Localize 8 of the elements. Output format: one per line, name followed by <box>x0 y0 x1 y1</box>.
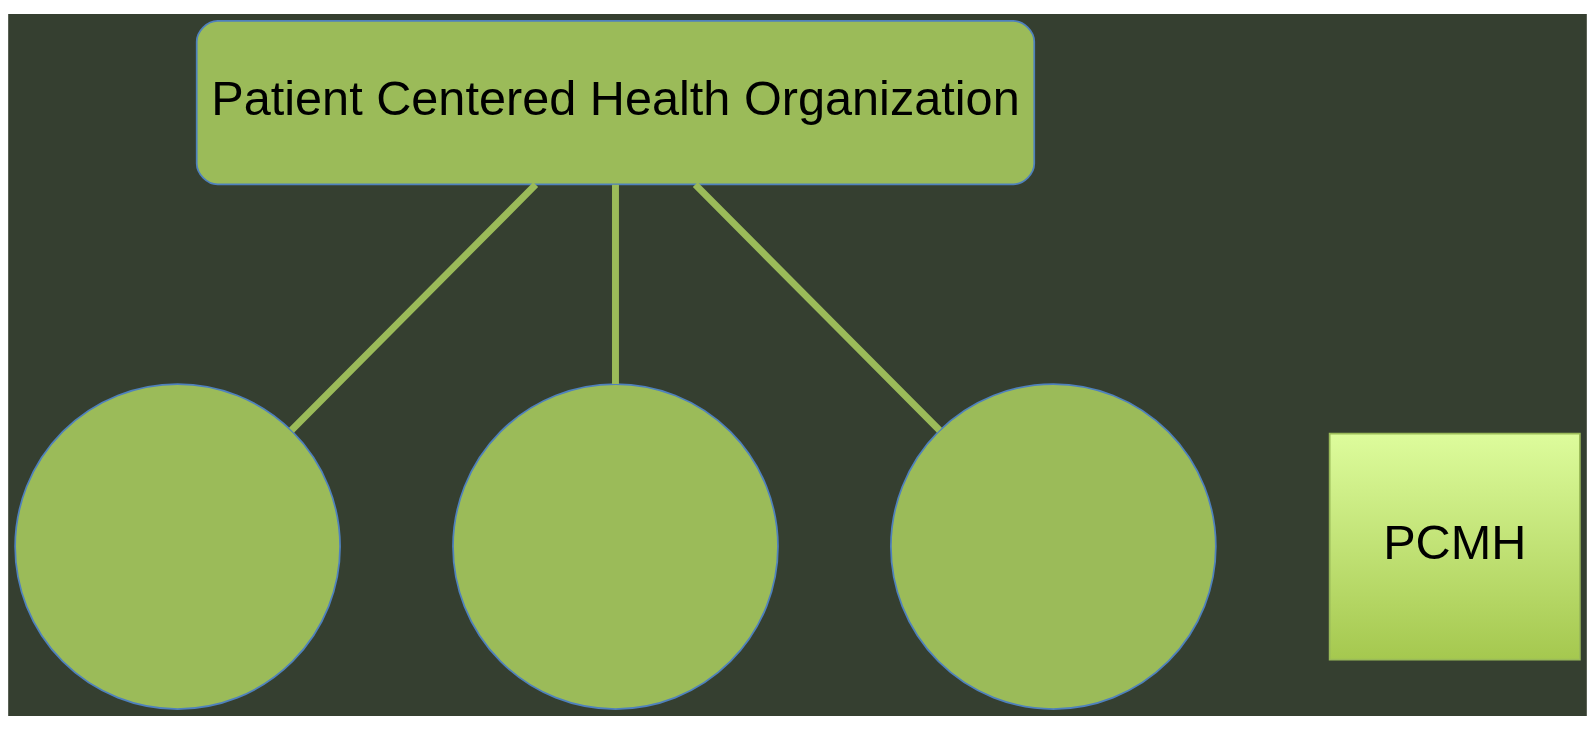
node-box: PCMH <box>1328 432 1581 660</box>
node-circle <box>452 382 779 710</box>
connector <box>612 184 619 384</box>
node-circle <box>14 382 341 710</box>
connector <box>692 181 942 433</box>
connector <box>289 181 539 433</box>
node-circle <box>890 382 1217 710</box>
node-box: Patient Centered Health Organization <box>195 19 1036 185</box>
